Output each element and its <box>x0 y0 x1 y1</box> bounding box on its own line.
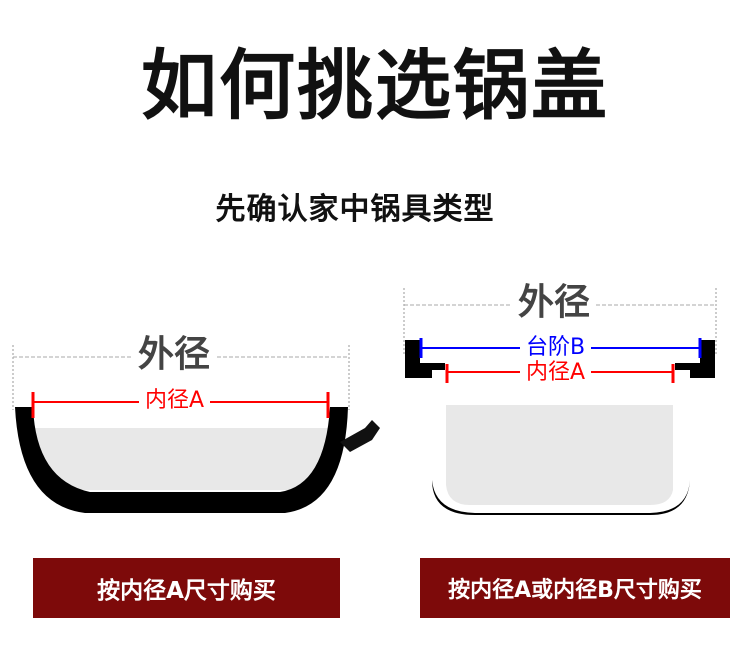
left-inner-diameter-label: 内径A <box>139 390 211 412</box>
right-step-label: 台阶B <box>520 337 592 359</box>
right-inner-diameter-label: 内径A <box>520 362 592 384</box>
page-title: 如何挑选锅盖 <box>141 41 609 130</box>
buy-by-a-or-b-banner: 按内径A或内径B尺寸购买 <box>420 558 730 618</box>
right-outer-diameter-label: 外径 <box>512 285 597 321</box>
wok-illustration <box>12 345 380 513</box>
page-subtitle: 先确认家中锅具类型 <box>215 192 495 227</box>
buy-by-inner-a-banner: 按内径A尺寸购买 <box>33 558 340 618</box>
left-outer-diameter-label: 外径 <box>132 337 217 373</box>
